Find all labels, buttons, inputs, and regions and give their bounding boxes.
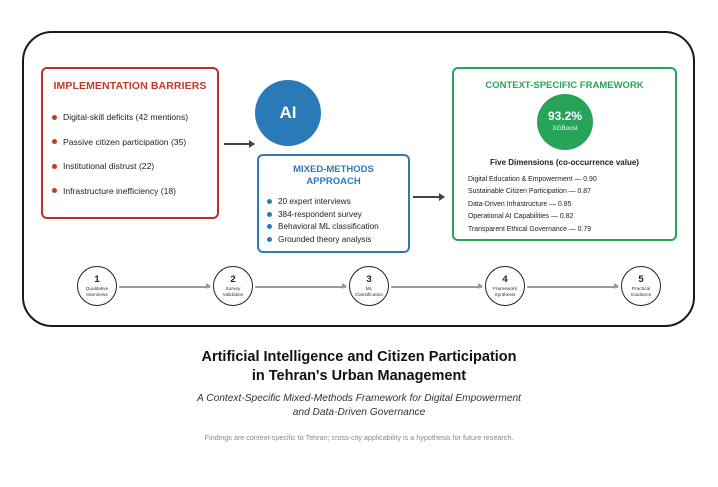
- step-number: 3: [366, 274, 372, 285]
- main-title: Artificial Intelligence and Citizen Part…: [0, 348, 718, 386]
- main-title-line1: Artificial Intelligence and Citizen Part…: [201, 349, 517, 365]
- accuracy-circle: 93.2% XGBoost: [537, 94, 593, 150]
- diagram-frame: [22, 31, 695, 327]
- footnote: Findings are context-specific to Tehran;…: [204, 433, 514, 442]
- implementation-barriers-box: IMPLEMENTATION BARRIERS Digital-skill de…: [41, 67, 219, 219]
- bullet-icon: [52, 163, 57, 169]
- subtitle: A Context-Specific Mixed-Methods Framewo…: [0, 392, 718, 420]
- model-label: XGBoost: [552, 125, 578, 132]
- arrow-right-icon: [413, 193, 445, 201]
- step-label-line2: Validation: [222, 292, 244, 298]
- step-label-line1: Qualitative: [85, 287, 109, 292]
- step-label-line1: Survey: [225, 287, 241, 292]
- method-label: Behavioral ML classification: [278, 222, 379, 232]
- list-item: Institutional distrust (22): [52, 161, 217, 171]
- step-connector: [527, 283, 619, 289]
- barrier-label: Digital-skill deficits (42 mentions): [63, 112, 189, 122]
- step-label-line1: Framework: [493, 287, 517, 292]
- list-item: Sustainable Citizen Participation — 0.87: [468, 188, 591, 196]
- step-number: 5: [638, 274, 644, 285]
- list-item: Digital Education & Empowerment — 0.90: [468, 176, 597, 183]
- list-item: Operational AI Capabilities — 0.82: [468, 213, 574, 221]
- barrier-label: Passive citizen participation (35): [63, 136, 187, 147]
- bullet-icon: [267, 236, 272, 242]
- list-item: Transparent Ethical Governance — 0.79: [468, 225, 592, 233]
- method-label: Grounded theory analysis: [278, 234, 372, 244]
- step-number: 2: [230, 274, 236, 285]
- bullet-icon: [52, 139, 57, 144]
- barriers-title: IMPLEMENTATION BARRIERS: [53, 80, 207, 92]
- step-connector: [391, 283, 483, 289]
- main-title-line2: in Tehran's Urban Management: [251, 368, 467, 384]
- barrier-label: Institutional distrust (22): [63, 161, 155, 171]
- bullet-icon: [267, 199, 272, 204]
- list-item: Grounded theory analysis: [267, 235, 408, 244]
- accuracy-value: 93.2%: [547, 109, 583, 123]
- list-item: 384-respondent survey: [267, 210, 408, 219]
- bullet-icon: [267, 211, 272, 217]
- step-label-line1: Practical: [631, 287, 651, 292]
- step-label-line2: Classification: [354, 292, 384, 298]
- list-item: 20 expert interviews: [267, 197, 408, 206]
- bullet-icon: [52, 114, 57, 120]
- bullet-icon: [267, 224, 272, 230]
- list-item: Digital-skill deficits (42 mentions): [52, 112, 217, 122]
- barrier-label: Infrastructure inefficiency (18): [63, 185, 177, 196]
- methods-title: MIXED-METHODS APPROACH: [259, 164, 408, 188]
- list-item: Behavioral ML classification: [267, 222, 408, 231]
- step-label-line2: Synthesis: [494, 292, 516, 298]
- methods-title-line1: MIXED-METHODS: [293, 164, 374, 175]
- step-number: 1: [94, 274, 100, 285]
- list-item: Infrastructure inefficiency (18): [52, 186, 217, 196]
- dimensions-title: Five Dimensions (co-occurrence value): [490, 158, 639, 167]
- subtitle-line2: and Data-Driven Governance: [292, 407, 426, 418]
- step-connector: [255, 283, 347, 289]
- dimensions-list: Digital Education & Empowerment — 0.90 S…: [468, 176, 597, 238]
- ai-label: AI: [279, 103, 297, 122]
- step-label-line2: Interviews: [86, 292, 108, 298]
- subtitle-line1: A Context-Specific Mixed-Methods Framewo…: [196, 393, 522, 404]
- method-label: 384-respondent survey: [278, 209, 362, 219]
- methods-list: 20 expert interviews 384-respondent surv…: [267, 197, 408, 244]
- framework-title: CONTEXT-SPECIFIC FRAMEWORK: [485, 80, 644, 91]
- step-label-line1: ML: [365, 287, 373, 292]
- list-item: Passive citizen participation (35): [52, 137, 217, 147]
- list-item: Data-Driven Infrastructure — 0.85: [468, 200, 572, 208]
- step-number: 4: [502, 274, 508, 285]
- mixed-methods-box: MIXED-METHODS APPROACH 20 expert intervi…: [257, 154, 410, 253]
- method-label: 20 expert interviews: [278, 197, 351, 206]
- methods-title-line2: APPROACH: [306, 176, 361, 187]
- step-connector: [119, 283, 211, 289]
- barriers-list: Digital-skill deficits (42 mentions) Pas…: [52, 112, 217, 196]
- ai-circle: AI: [255, 80, 321, 146]
- arrow-right-icon: [224, 140, 255, 148]
- bullet-icon: [52, 188, 57, 193]
- step-label-line2: Guidance: [630, 292, 652, 298]
- context-framework-box: CONTEXT-SPECIFIC FRAMEWORK 93.2% XGBoost…: [452, 67, 677, 241]
